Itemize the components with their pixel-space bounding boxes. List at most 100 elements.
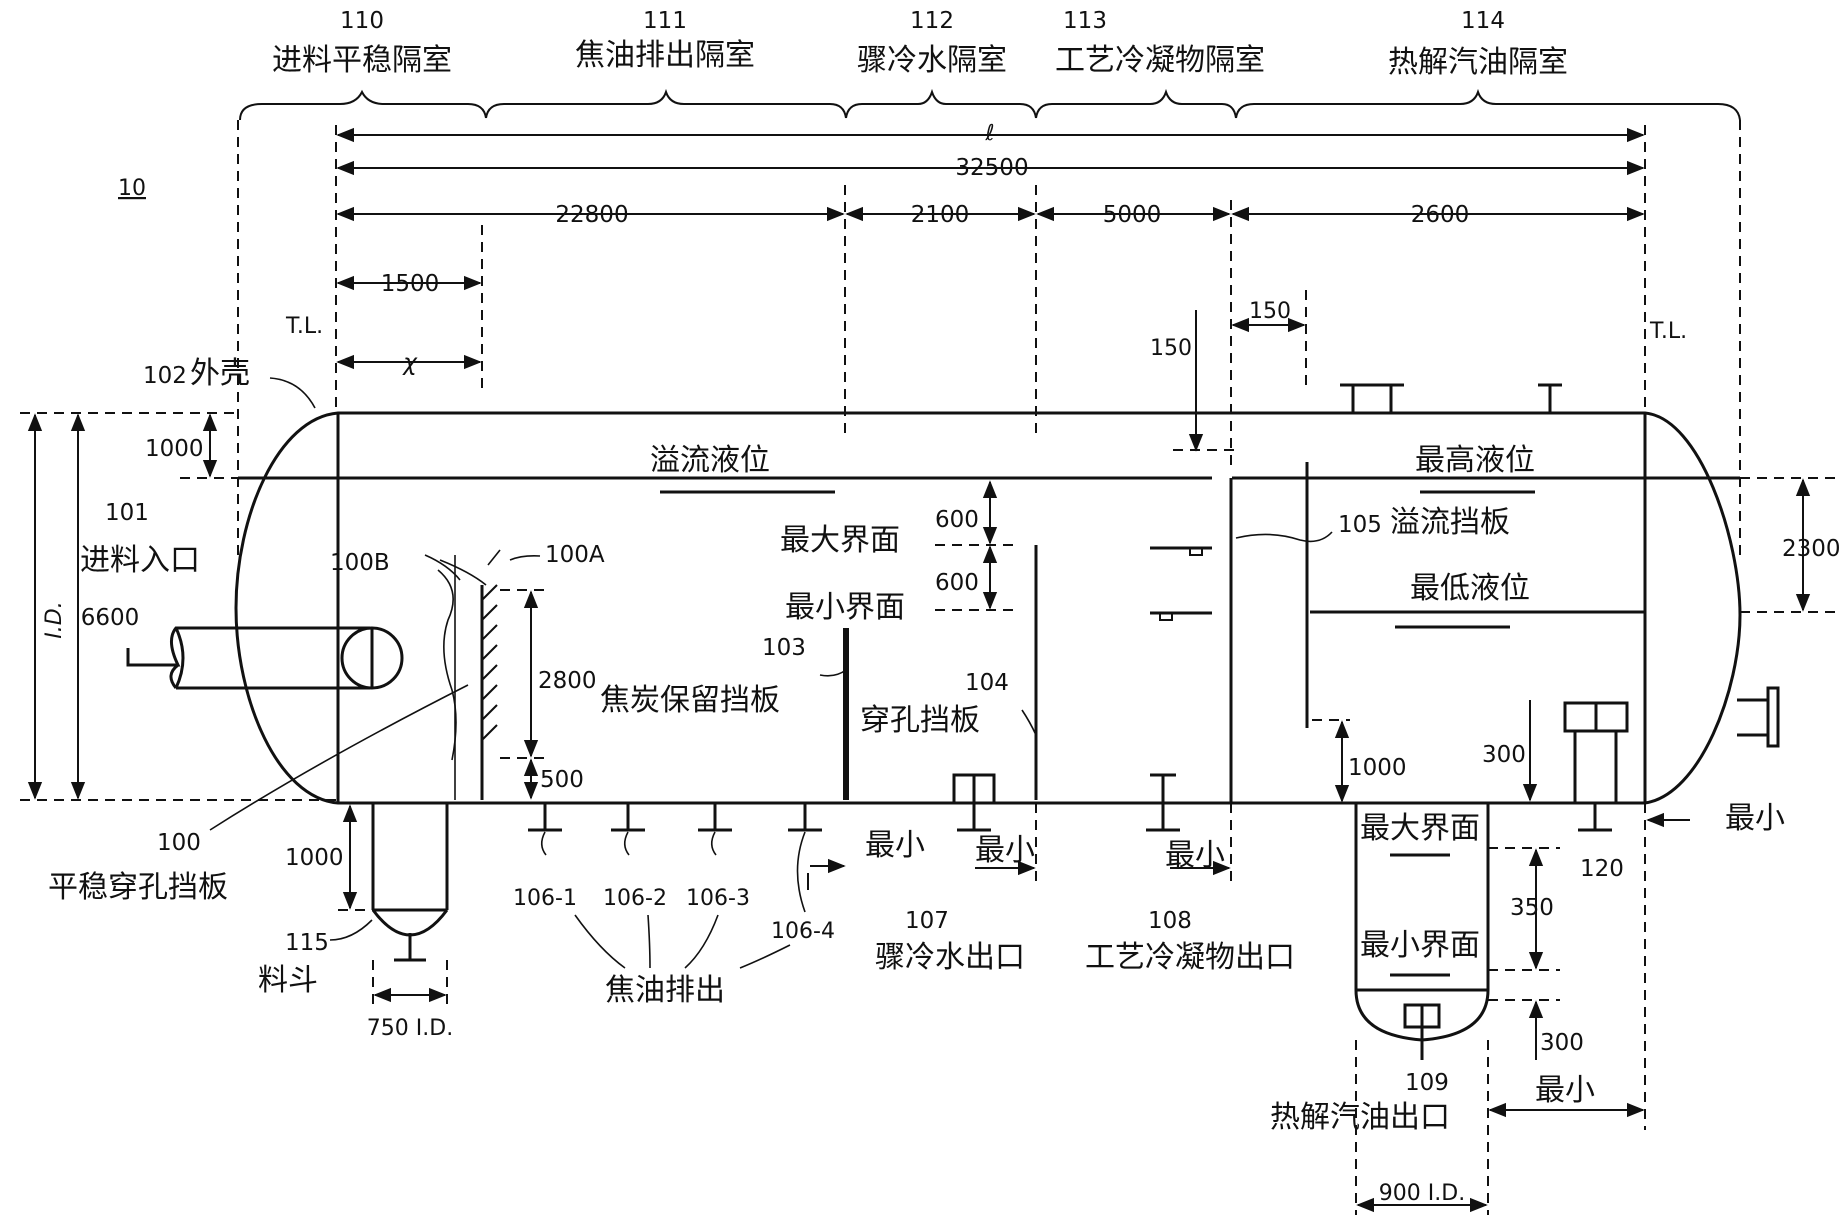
dim-2600: 2600 <box>1411 202 1470 228</box>
hopper-leader <box>329 919 373 941</box>
compartment-headers: 110 进料平稳隔室 111 焦油排出隔室 112 骤冷水隔室 113 工艺冷凝… <box>272 8 1568 80</box>
min-level-label: 最低液位 <box>1410 571 1530 606</box>
dim-350: 350 <box>1510 895 1554 921</box>
min-label-boot: 最小 <box>1535 1073 1595 1108</box>
calm-baffle-label: 平稳穿孔挡板 <box>48 870 228 905</box>
dim-6600: 6600 <box>81 605 140 631</box>
hopper-label: 料斗 <box>258 963 318 998</box>
tangent-line-left: T.L. <box>285 314 323 339</box>
dim-2300: 2300 <box>1782 536 1841 562</box>
baffle-100a-leader <box>509 555 541 561</box>
brace-113 <box>1035 88 1237 119</box>
condensate-outlet-number: 108 <box>1148 908 1192 934</box>
tar-outlet-106-2[interactable] <box>611 803 645 832</box>
max-level-label: 最高液位 <box>1415 443 1535 478</box>
coke-baffle-leader <box>819 669 847 677</box>
tar-outlet-106-4[interactable] <box>788 803 822 832</box>
baffle-dimensions: 2800 500 <box>500 589 597 800</box>
tar-collect-leaders <box>574 914 791 969</box>
tar-outlet-106-3[interactable] <box>698 803 732 832</box>
interface-dimensions: 600 600 <box>935 480 1015 611</box>
coke-baffle-label: 焦炭保留挡板 <box>600 683 780 718</box>
dim-300-nozzle: 300 <box>1482 742 1526 768</box>
right-level-dimension: 2300 <box>1740 477 1841 613</box>
brace-111 <box>485 88 847 119</box>
dim-1500: 1500 <box>381 271 440 297</box>
top-nozzles[interactable] <box>1340 383 1562 415</box>
max-interface-label: 最大界面 <box>780 523 900 558</box>
pygas-outlet-number: 109 <box>1405 1070 1449 1096</box>
dim-id-symbol: I.D. <box>42 601 67 638</box>
compartment-113-number: 113 <box>1063 8 1107 34</box>
feed-inlet-pipe[interactable] <box>126 626 404 690</box>
brace-110 <box>239 89 487 121</box>
interface-sensors <box>1150 546 1212 621</box>
compartment-114-number: 114 <box>1461 8 1505 34</box>
dim-2100: 2100 <box>911 202 970 228</box>
extension-lines <box>237 120 1741 560</box>
calm-baffle-leader <box>209 684 469 831</box>
dim-150-horizontal: 150 <box>1249 299 1291 324</box>
dim-1000-hopper: 1000 <box>285 845 344 871</box>
dim-600-lower: 600 <box>935 570 979 596</box>
dim-750-id: 750 I.D. <box>367 1016 453 1041</box>
compartment-112-number: 112 <box>910 8 954 34</box>
overflow-weir: 1000 <box>1173 449 1407 803</box>
dim-300-boot: 300 <box>1540 1030 1584 1056</box>
condensate-outlet[interactable] <box>1146 773 1180 832</box>
quench-outlet-label: 骤冷水出口 <box>875 940 1025 975</box>
tar-outlets[interactable] <box>528 803 822 832</box>
pygas-boot[interactable] <box>1354 803 1490 1060</box>
liquid-levels: 溢流液位 最高液位 最低液位 <box>238 443 1740 629</box>
coke-baffle-number: 103 <box>762 635 806 661</box>
compartment-110-number: 110 <box>340 8 384 34</box>
brace-114 <box>1235 88 1741 121</box>
dim-22800: 22800 <box>555 202 628 228</box>
compartment-110-name: 进料平稳隔室 <box>272 43 452 78</box>
tar-outlet-leaders <box>540 831 806 913</box>
tar-outlet-106-1[interactable] <box>528 803 562 832</box>
min-label-2: 最小 <box>975 833 1035 868</box>
tar-106-3-label: 106-3 <box>686 886 750 911</box>
tar-outlet-label: 焦油排出 <box>605 973 725 1008</box>
calm-baffle-number: 100 <box>157 830 201 856</box>
dim-150-vertical: 150 <box>1150 336 1192 361</box>
shell-number: 102 <box>143 363 187 389</box>
weir-label: 溢流挡板 <box>1390 505 1510 540</box>
calming-baffle <box>424 549 501 800</box>
baffle-100a-label: 100A <box>545 542 605 568</box>
tar-106-4-label: 106-4 <box>771 919 835 944</box>
inlet-number: 101 <box>105 500 149 526</box>
min-label-3: 最小 <box>1165 838 1225 873</box>
boot-min-interface-label: 最小界面 <box>1360 928 1480 963</box>
compartment-111-number: 111 <box>643 8 687 34</box>
hopper-115[interactable] <box>371 803 449 962</box>
dim-overall-symbol: ℓ <box>984 121 994 146</box>
horizontal-dimensions: ℓ 32500 22800 2100 5000 2600 1500 χ T.L.… <box>285 121 1687 452</box>
min-label-right: 最小 <box>1725 801 1785 836</box>
perf-baffle-label: 穿孔挡板 <box>860 703 980 738</box>
pygas-outlet-label: 热解汽油出口 <box>1270 1100 1450 1135</box>
dim-5000: 5000 <box>1103 202 1162 228</box>
baffle-100b-label: 100B <box>330 550 390 576</box>
dim-chi: χ <box>401 350 418 376</box>
condensate-outlet-label: 工艺冷凝物出口 <box>1085 940 1295 975</box>
right-head-nozzle[interactable] <box>1737 686 1780 748</box>
brace-112 <box>845 88 1037 119</box>
dim-1000-top: 1000 <box>145 436 204 462</box>
tar-106-1-label: 106-1 <box>513 886 577 911</box>
nozzle-120-label: 120 <box>1580 856 1624 882</box>
dim-overall-32500: 32500 <box>955 155 1028 181</box>
compartment-braces <box>239 88 1741 121</box>
figure-number: 10 <box>118 176 146 201</box>
shell-label: 外壳 <box>190 356 250 391</box>
inlet-label: 进料入口 <box>80 543 200 578</box>
level-instrument-120[interactable] <box>1563 701 1629 832</box>
overflow-level-label: 溢流液位 <box>650 443 770 478</box>
dim-1000-weir: 1000 <box>1348 755 1407 781</box>
quench-water-outlet[interactable] <box>952 773 996 832</box>
compartment-112-name: 骤冷水隔室 <box>857 43 1007 78</box>
perf-baffle-leader <box>1021 709 1037 736</box>
tangent-line-right: T.L. <box>1649 319 1687 344</box>
quench-outlet-number: 107 <box>905 908 949 934</box>
